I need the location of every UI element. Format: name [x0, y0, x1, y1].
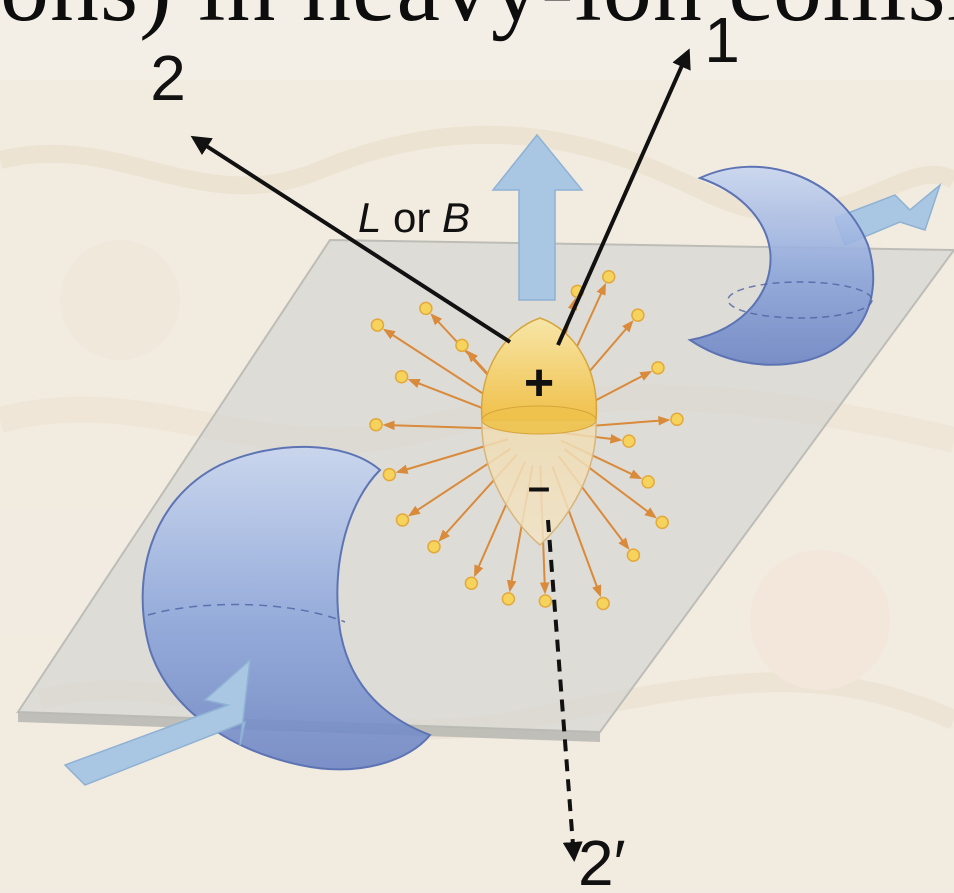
emitted-particle [394, 369, 409, 384]
emitted-particle [596, 596, 610, 611]
emitted-particle [369, 417, 383, 432]
label-1: 1 [704, 4, 740, 76]
left-nucleus-spectator [141, 445, 432, 771]
fireball-upper-half [480, 317, 598, 421]
field-label: L or B [358, 194, 470, 241]
arrow-1 [556, 48, 691, 346]
upward-motion-arrow [491, 133, 584, 301]
emitted-particle [670, 412, 684, 427]
emitted-particle [641, 475, 655, 489]
emitted-particle [601, 270, 616, 284]
emitted-particle [538, 594, 553, 608]
field-label-b: B [442, 194, 470, 241]
left-nucleus-equator [147, 603, 346, 623]
emitted-particle [626, 548, 641, 562]
label-2: 2 [150, 42, 186, 114]
emitted-particle [455, 338, 469, 353]
background-caption-text: ons) in heavy-ion collisio [0, 0, 954, 44]
emitted-particle [382, 467, 397, 482]
emitted-particle [427, 539, 441, 554]
negative-charge-label: – [528, 465, 550, 509]
right-nucleus-spectator [687, 165, 875, 366]
left-motion-arrow [63, 658, 251, 786]
field-label-l: L [358, 194, 381, 241]
fireball-midplane [481, 405, 597, 435]
arrow-2-prime-dashed [546, 519, 583, 862]
emitted-particle [501, 592, 516, 606]
emitted-particle [651, 361, 665, 375]
label-2-prime: 2′ [578, 827, 626, 893]
arrow-2-field-axis [190, 135, 512, 344]
emitted-particle [419, 301, 433, 316]
field-label-or: or [381, 194, 442, 241]
emitted-particle [395, 513, 410, 527]
emitted-particle [370, 318, 385, 332]
emitted-particle [464, 576, 479, 590]
positive-charge-label: + [524, 354, 554, 412]
emitted-particle [622, 434, 636, 448]
fireball-lower-half [481, 419, 597, 547]
emitted-particle [631, 308, 645, 322]
emitted-particle [655, 515, 669, 530]
right-nucleus-equator [727, 281, 873, 319]
